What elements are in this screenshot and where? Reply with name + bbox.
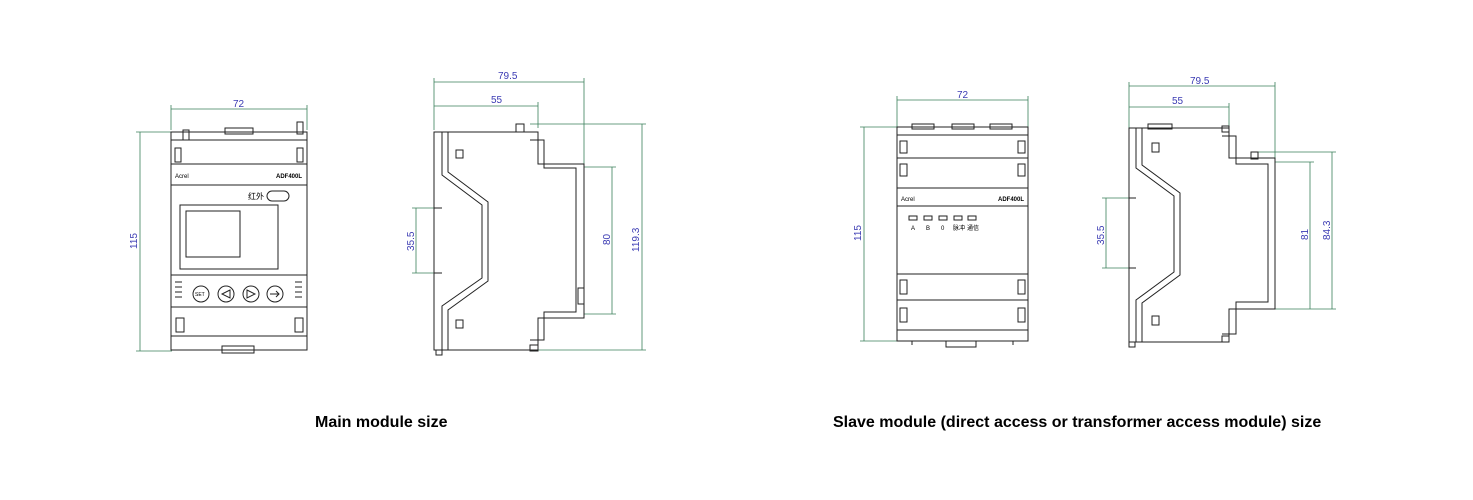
main-set-key-label: SET	[195, 292, 205, 298]
slave-indicator-a: A	[911, 226, 915, 232]
main-model-label: ADF400L	[276, 174, 302, 180]
main-key-right	[242, 285, 260, 303]
slave-brand-label: Acrel	[901, 197, 915, 203]
main-side-mid-height-dim: 80	[602, 233, 613, 245]
slave-side-rail-dim: 35.5	[1096, 225, 1107, 245]
main-front-view: 72 115 Acrel ADF400L 红外 SET	[129, 99, 308, 354]
slave-side-total-height-dim: 84.3	[1322, 220, 1333, 240]
slave-indicator-pulse: 脉冲	[953, 224, 965, 232]
main-side-total-width-dim: 79.5	[498, 71, 518, 82]
slave-model-label: ADF400L	[998, 197, 1024, 203]
slave-front-view: 72 115 Acrel ADF400L A B 0 脉冲 通信	[853, 90, 1029, 348]
main-infrared-label: 红外	[248, 191, 264, 201]
main-key-left	[217, 285, 235, 303]
slave-front-width-dim: 72	[957, 90, 969, 101]
main-front-width-dim: 72	[233, 99, 245, 110]
main-front-height-dim: 115	[129, 233, 140, 249]
main-module-caption: Main module size	[315, 414, 448, 431]
main-key-set: SET	[192, 285, 210, 303]
main-side-top-width-dim: 55	[491, 95, 503, 106]
main-side-total-height-dim: 119.3	[631, 227, 642, 252]
slave-side-view: 79.5 55 84.3 81 35.5	[1096, 76, 1336, 348]
main-key-enter	[266, 285, 284, 303]
main-side-view: 79.5 55 119.3 80 35.5	[406, 71, 646, 356]
main-side-rail-dim: 35.5	[406, 231, 417, 251]
slave-side-mid-height-dim: 81	[1300, 228, 1311, 240]
slave-indicator-b: B	[926, 226, 930, 232]
slave-module-caption: Slave module (direct access or transform…	[833, 414, 1322, 431]
slave-side-total-width-dim: 79.5	[1190, 76, 1210, 87]
slave-front-height-dim: 115	[853, 225, 864, 241]
slave-side-top-width-dim: 55	[1172, 96, 1184, 107]
slave-indicator-comm: 通信	[967, 224, 979, 232]
slave-indicator-0: 0	[941, 226, 945, 232]
main-brand-label: Acrel	[175, 174, 189, 180]
